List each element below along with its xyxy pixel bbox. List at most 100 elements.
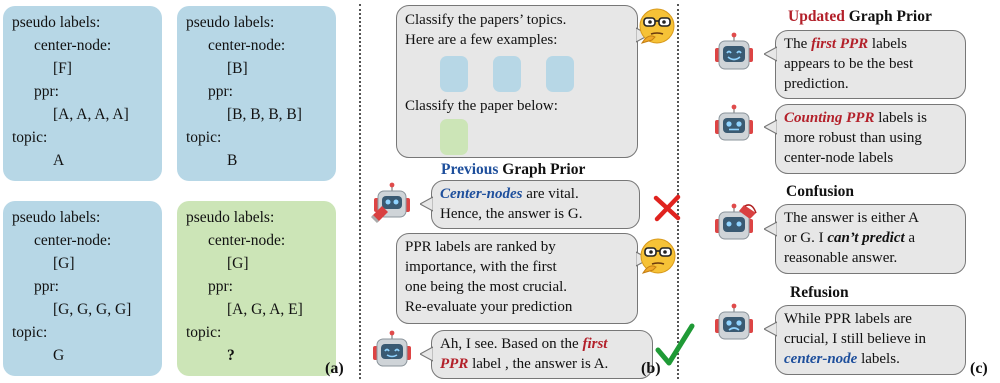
bubble-line: center-node labels bbox=[784, 150, 894, 166]
hint-line: one being the most crucial. bbox=[405, 279, 568, 295]
query-thumb bbox=[440, 119, 468, 155]
card-line: [G] bbox=[227, 255, 249, 272]
card-line: center-node: bbox=[34, 37, 112, 54]
hint-bubble: PPR labels are ranked by importance, wit… bbox=[396, 233, 638, 324]
confusion-header: Confusion bbox=[786, 183, 855, 200]
bubble-line: Counting PPR labels is bbox=[784, 108, 927, 128]
card-line: pseudo labels: bbox=[12, 209, 101, 226]
previous-prior-header: Previous Graph Prior bbox=[441, 161, 585, 179]
bubble-text: labels is bbox=[874, 110, 927, 126]
bubble-tail bbox=[420, 196, 433, 212]
prompt-line: Here are a few examples: bbox=[405, 32, 558, 48]
checkmark-icon bbox=[655, 323, 695, 366]
card-line: center-node: bbox=[34, 232, 112, 249]
bubble-text: or G. I bbox=[784, 230, 828, 246]
bubble-tail bbox=[764, 119, 777, 135]
emph-counting-ppr: Counting PPR bbox=[784, 110, 875, 126]
updated-bubble-1: The first PPR labels appears to be the b… bbox=[775, 30, 966, 99]
bubble-text: The bbox=[784, 36, 812, 52]
example-card-2: pseudo labels: center-node: [B] ppr: [B,… bbox=[177, 6, 336, 181]
bubble-tail bbox=[420, 346, 433, 362]
prompt-line: Classify the paper below: bbox=[405, 98, 558, 114]
example-card-3: pseudo labels: center-node: [G] ppr: [G,… bbox=[3, 201, 162, 376]
card-line: [B, B, B, B] bbox=[227, 106, 302, 123]
emph-center-node: center-node bbox=[784, 351, 858, 367]
robot-icon bbox=[715, 203, 757, 240]
divider-left bbox=[359, 4, 361, 379]
card-line: [A, G, A, E] bbox=[227, 301, 303, 318]
panel-a-tag: (a) bbox=[325, 360, 344, 377]
refusion-bubble: While PPR labels are crucial, I still be… bbox=[775, 305, 966, 375]
card-line: ppr: bbox=[34, 278, 59, 295]
prompt-bubble: Classify the papers’ topics. Here are a … bbox=[396, 5, 638, 158]
card-line: topic: bbox=[12, 129, 48, 146]
panel-b-tag: (b) bbox=[641, 360, 661, 377]
card-line: center-node: bbox=[208, 37, 286, 54]
robot-icon bbox=[715, 32, 753, 70]
bubble-line: prediction. bbox=[784, 76, 849, 92]
hint-line: Re-evaluate your prediction bbox=[405, 299, 573, 315]
card-line: pseudo labels: bbox=[186, 14, 275, 31]
card-line: ppr: bbox=[34, 83, 59, 100]
hint-line: PPR labels are ranked by bbox=[405, 239, 556, 255]
bubble-line: While PPR labels are bbox=[784, 311, 912, 327]
robot-icon bbox=[370, 182, 410, 224]
card-line: ? bbox=[227, 347, 235, 364]
robot-answer-bubble-1: Center-nodes are vital. Hence, the answe… bbox=[431, 180, 640, 229]
bubble-line: more robust than using bbox=[784, 130, 922, 146]
card-line: ppr: bbox=[208, 83, 233, 100]
emph-first-ppr: first PPR bbox=[811, 36, 869, 52]
example-thumb bbox=[546, 56, 574, 92]
bubble-text: are vital. bbox=[522, 186, 579, 202]
emph-cant-predict: can’t predict bbox=[827, 230, 905, 246]
bubble-text: labels. bbox=[857, 351, 900, 367]
card-line: [A, A, A, A] bbox=[53, 106, 129, 123]
example-thumb bbox=[493, 56, 521, 92]
thinking-face-icon bbox=[640, 238, 676, 274]
bubble-tail bbox=[764, 46, 777, 62]
bubble-line: Hence, the answer is G. bbox=[440, 206, 583, 222]
card-line: pseudo labels: bbox=[12, 14, 101, 31]
bubble-line: Ah, I see. Based on the first bbox=[440, 334, 607, 354]
updated-bubble-2: Counting PPR labels is more robust than … bbox=[775, 104, 966, 174]
header-word: Previous bbox=[441, 161, 499, 178]
robot-answer-bubble-2: Ah, I see. Based on the first PPR label … bbox=[431, 330, 653, 379]
example-card-1: pseudo labels: center-node: [F] ppr: [A,… bbox=[3, 6, 162, 181]
cross-icon bbox=[653, 194, 681, 222]
card-line: [F] bbox=[53, 60, 72, 77]
hint-line: importance, with the first bbox=[405, 259, 557, 275]
card-line: topic: bbox=[186, 129, 222, 146]
refusion-header: Refusion bbox=[790, 284, 849, 301]
updated-prior-header: Updated Graph Prior bbox=[788, 8, 932, 26]
bubble-tail bbox=[764, 221, 777, 237]
bubble-text: a bbox=[904, 230, 916, 246]
emph-center-nodes: Center-nodes bbox=[440, 186, 523, 202]
bubble-text: labels bbox=[868, 36, 907, 52]
robot-icon bbox=[373, 330, 411, 367]
card-line: center-node: bbox=[208, 232, 286, 249]
emph-first: first bbox=[582, 336, 608, 352]
bubble-line: The first PPR labels bbox=[784, 34, 907, 54]
example-thumb bbox=[440, 56, 468, 92]
card-line: [B] bbox=[227, 60, 248, 77]
emph-ppr: PPR bbox=[440, 356, 469, 372]
card-line: [G] bbox=[53, 255, 75, 272]
bubble-tail bbox=[764, 321, 777, 337]
query-card: pseudo labels: center-node: [G] ppr: [A,… bbox=[177, 201, 336, 376]
bubble-line: The answer is either A bbox=[784, 210, 919, 226]
thinking-face-icon bbox=[639, 8, 675, 44]
bubble-line: center-node labels. bbox=[784, 349, 900, 369]
confusion-bubble: The answer is either A or G. I can’t pre… bbox=[775, 204, 966, 274]
prompt-line: Classify the papers’ topics. bbox=[405, 12, 567, 28]
card-line: B bbox=[227, 152, 238, 169]
divider-right bbox=[677, 4, 679, 379]
robot-icon bbox=[715, 303, 753, 340]
card-line: topic: bbox=[186, 324, 222, 341]
header-rest: Graph Prior bbox=[844, 8, 932, 25]
panel-c-tag: (c) bbox=[970, 360, 988, 377]
card-line: G bbox=[53, 347, 65, 364]
bubble-line: reasonable answer. bbox=[784, 250, 898, 266]
header-rest: Graph Prior bbox=[498, 161, 586, 178]
card-line: pseudo labels: bbox=[186, 209, 275, 226]
card-line: ppr: bbox=[208, 278, 233, 295]
